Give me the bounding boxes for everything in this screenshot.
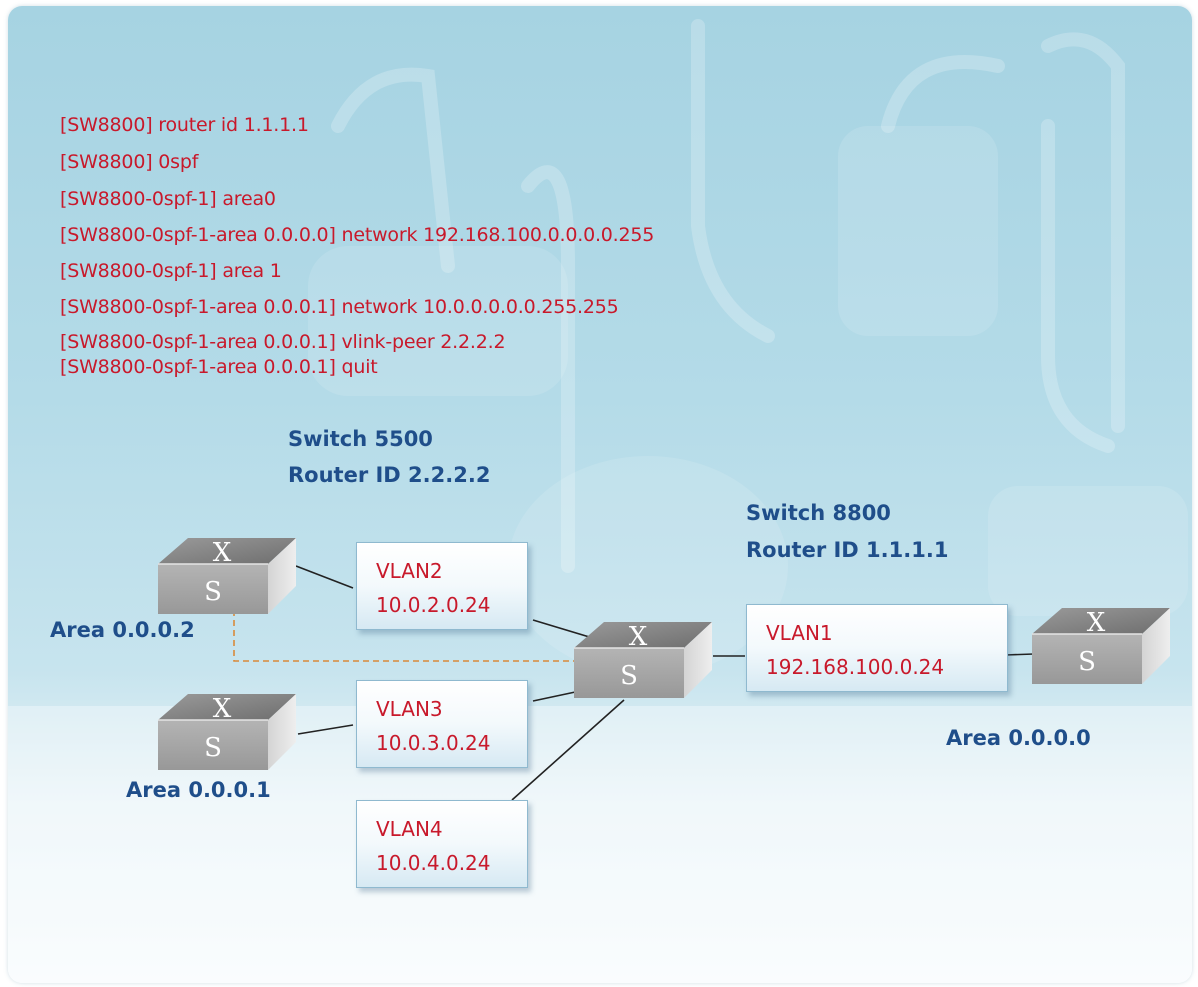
link-vlan4-sw8800 [511,699,625,801]
switch-icon-5500: X S [158,534,298,618]
command-line-7: [SW8800-0spf-1-area 0.0.0.1] vlink-peer … [60,331,506,353]
command-line-2: [SW8800] 0spf [60,151,199,173]
diagram-canvas: [SW8800] router id 1.1.1.1 [SW8800] 0spf… [8,6,1192,983]
vlan3-network: 10.0.3.0.24 [376,731,491,755]
vlan4-box: VLAN4 10.0.4.0.24 [356,800,528,888]
link-vlan1-area0 [1004,653,1035,656]
switch-top-glyph: X [1087,608,1106,638]
switch-icon-area1: X S [158,690,298,774]
area-0000-label: Area 0.0.0.0 [946,726,1091,750]
switch-top-glyph: X [629,622,648,652]
switch-icon-area0: X S [1032,604,1172,688]
area-0001-label: Area 0.0.0.1 [126,778,271,802]
vlan1-network: 192.168.100.0.24 [766,655,945,679]
link-vlan3-sw8800 [532,690,581,702]
switch-front-glyph: S [204,733,222,763]
vlan1-name: VLAN1 [766,621,833,645]
vlan2-network: 10.0.2.0.24 [376,593,491,617]
command-line-1: [SW8800] router id 1.1.1.1 [60,114,309,136]
switch-front-glyph: S [204,577,222,607]
vlan4-network: 10.0.4.0.24 [376,851,491,875]
vlan2-name: VLAN2 [376,559,443,583]
switch-top-glyph: X [213,538,232,568]
command-line-5: [SW8800-0spf-1] area 1 [60,260,282,282]
vlan2-box: VLAN2 10.0.2.0.24 [356,542,528,630]
command-line-4: [SW8800-0spf-1-area 0.0.0.0] network 192… [60,224,655,246]
area-0002-label: Area 0.0.0.2 [50,618,195,642]
link-sw5500-vlan2 [295,565,354,589]
switch-icon-8800: X S [574,618,714,702]
command-line-3: [SW8800-0spf-1] area0 [60,188,276,210]
switch-top-glyph: X [213,694,232,724]
command-line-6: [SW8800-0spf-1-area 0.0.0.1] network 10.… [60,296,619,318]
switch-5500-name: Switch 5500 [288,427,433,451]
link-area1-vlan3 [297,724,354,735]
switch-front-glyph: S [620,661,638,691]
switch-8800-name: Switch 8800 [746,501,891,525]
vlan3-name: VLAN3 [376,697,443,721]
vlan3-box: VLAN3 10.0.3.0.24 [356,680,528,768]
link-vlan2-sw8800 [532,619,597,640]
connection-lines [233,565,1035,801]
vlan1-box: VLAN1 192.168.100.0.24 [746,604,1008,692]
vlan4-name: VLAN4 [376,817,443,841]
command-line-8: [SW8800-0spf-1-area 0.0.0.1] quit [60,356,378,378]
switch-8800-router-id: Router ID 1.1.1.1 [746,538,949,562]
switch-5500-router-id: Router ID 2.2.2.2 [288,463,491,487]
virtual-link-dashed [233,610,576,662]
switch-front-glyph: S [1078,647,1096,677]
